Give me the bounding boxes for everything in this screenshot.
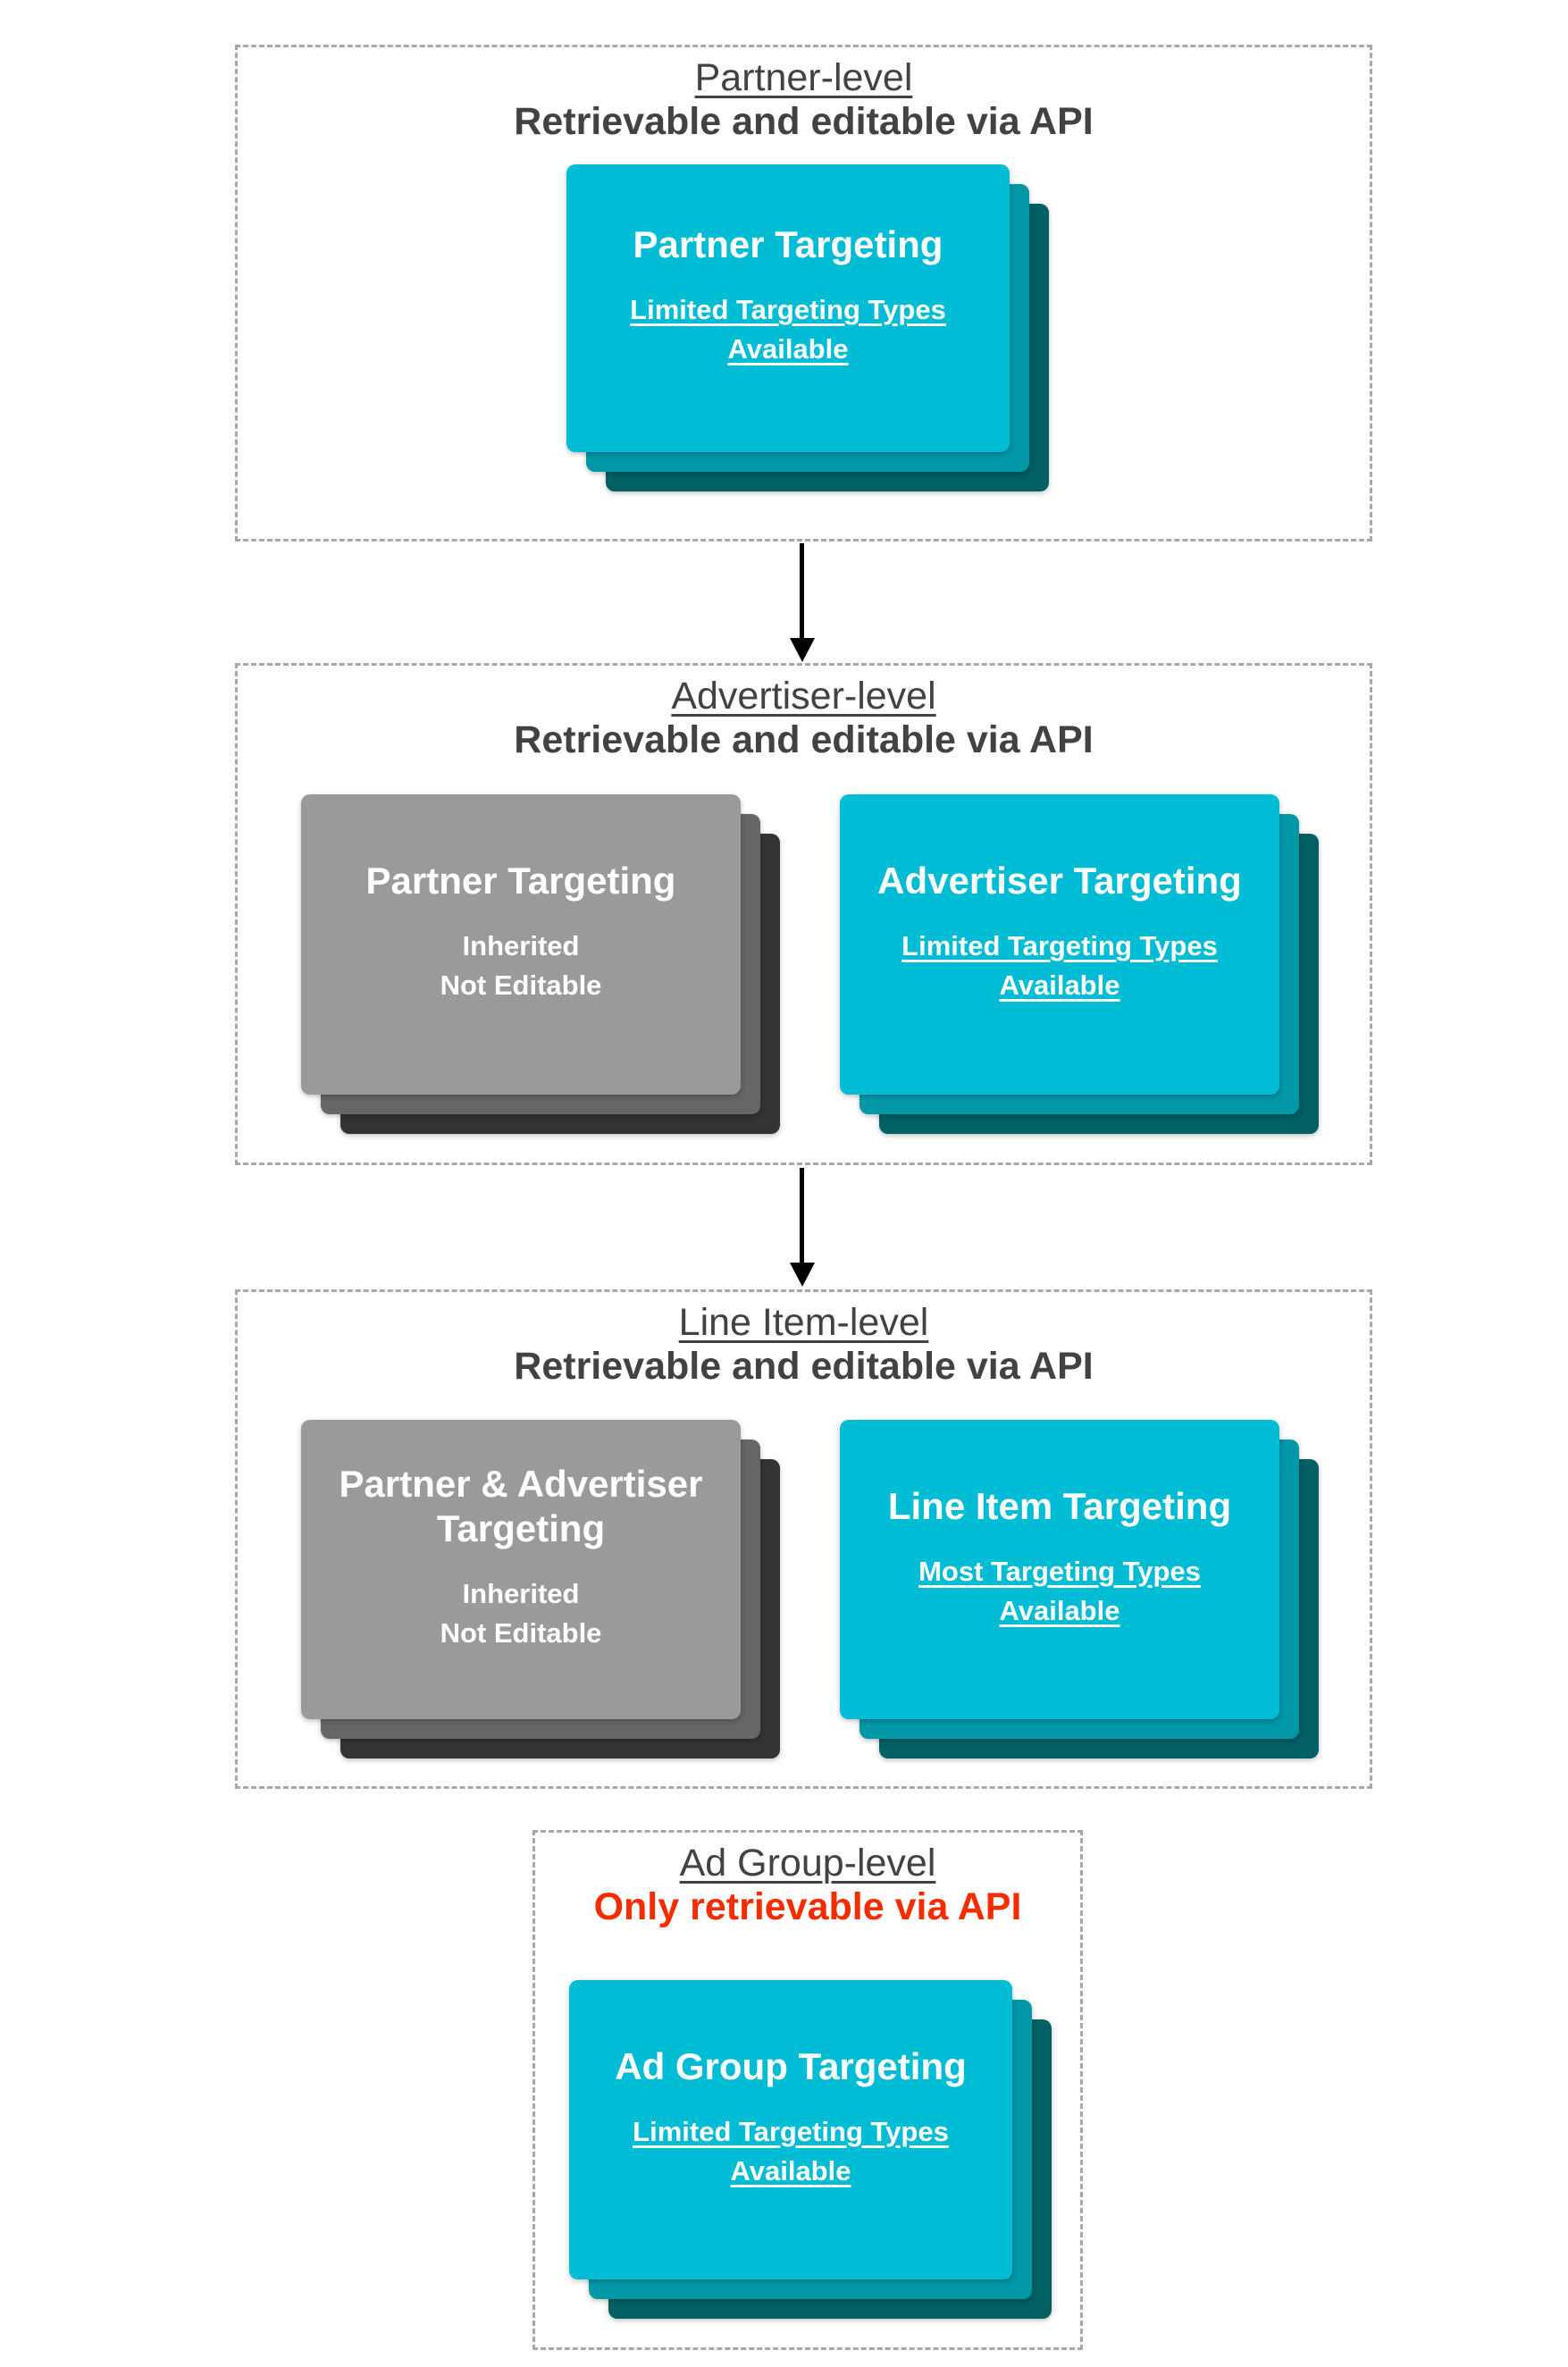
card-title: Partner Targeting — [633, 223, 943, 265]
card-note-line: Inherited — [462, 1577, 580, 1609]
card-note-line: Inherited — [462, 930, 580, 961]
section-subtitle: Retrievable and editable via API — [514, 718, 1094, 761]
card-title: Line Item Targeting — [887, 1484, 1232, 1527]
card-title: Partner & Advertiser Targeting — [339, 1462, 703, 1549]
card-partner-advertiser-targeting-inherited: Partner & Advertiser Targeting Inherited… — [301, 1420, 741, 1719]
card-note-line: Limited Targeting Types — [630, 294, 946, 325]
card-note: Most Targeting Types Available — [918, 1552, 1201, 1631]
section-partner-level: Partner-level Retrievable and editable v… — [235, 45, 1372, 541]
section-subtitle: Retrievable and editable via API — [514, 100, 1094, 143]
section-advertiser-level: Advertiser-level Retrievable and editabl… — [235, 663, 1372, 1165]
card-note: Limited Targeting Types Available — [630, 290, 946, 369]
section-subtitle: Retrievable and editable via API — [514, 1345, 1094, 1388]
card-note-line: Available — [999, 1594, 1120, 1626]
section-title: Partner-level — [694, 56, 913, 99]
card-note-line: Not Editable — [440, 969, 602, 1001]
section-header: Advertiser-level Retrievable and editabl… — [238, 675, 1370, 762]
card-note-line: Most Targeting Types — [918, 1555, 1201, 1587]
card-title: Ad Group Targeting — [615, 2044, 967, 2087]
card-line-item-targeting: Line Item Targeting Most Targeting Types… — [840, 1420, 1279, 1719]
card-ad-group-targeting: Ad Group Targeting Limited Targeting Typ… — [569, 1980, 1012, 2279]
section-ad-group-level: Ad Group-level Only retrievable via API … — [532, 1830, 1083, 2350]
card-title: Partner Targeting — [365, 860, 676, 902]
section-subtitle: Only retrievable via API — [593, 1885, 1022, 1928]
card-title: Advertiser Targeting — [877, 860, 1242, 902]
section-title: Line Item-level — [678, 1301, 929, 1344]
card-note-line: Available — [730, 2154, 851, 2187]
flow-arrow-down — [800, 543, 804, 638]
section-title: Ad Group-level — [679, 1842, 936, 1884]
card-note: Inherited Not Editable — [440, 927, 602, 1005]
section-line-item-level: Line Item-level Retrievable and editable… — [235, 1289, 1372, 1789]
card-partner-targeting: Partner Targeting Limited Targeting Type… — [566, 164, 1010, 452]
card-note-line: Available — [999, 969, 1120, 1001]
card-note-line: Not Editable — [440, 1616, 602, 1649]
card-advertiser-targeting: Advertiser Targeting Limited Targeting T… — [840, 794, 1279, 1095]
card-note-line: Limited Targeting Types — [633, 2115, 949, 2147]
card-note: Inherited Not Editable — [440, 1574, 602, 1653]
card-note-line: Limited Targeting Types — [901, 930, 1218, 961]
card-note-line: Available — [727, 333, 849, 365]
section-header: Line Item-level Retrievable and editable… — [238, 1301, 1370, 1389]
card-note: Limited Targeting Types Available — [633, 2112, 949, 2191]
section-header: Ad Group-level Only retrievable via API — [535, 1842, 1080, 1929]
flow-arrow-down — [800, 1168, 804, 1263]
card-partner-targeting-inherited: Partner Targeting Inherited Not Editable — [301, 794, 741, 1095]
section-title: Advertiser-level — [671, 675, 936, 718]
section-header: Partner-level Retrievable and editable v… — [238, 56, 1370, 144]
card-note: Limited Targeting Types Available — [901, 927, 1218, 1005]
